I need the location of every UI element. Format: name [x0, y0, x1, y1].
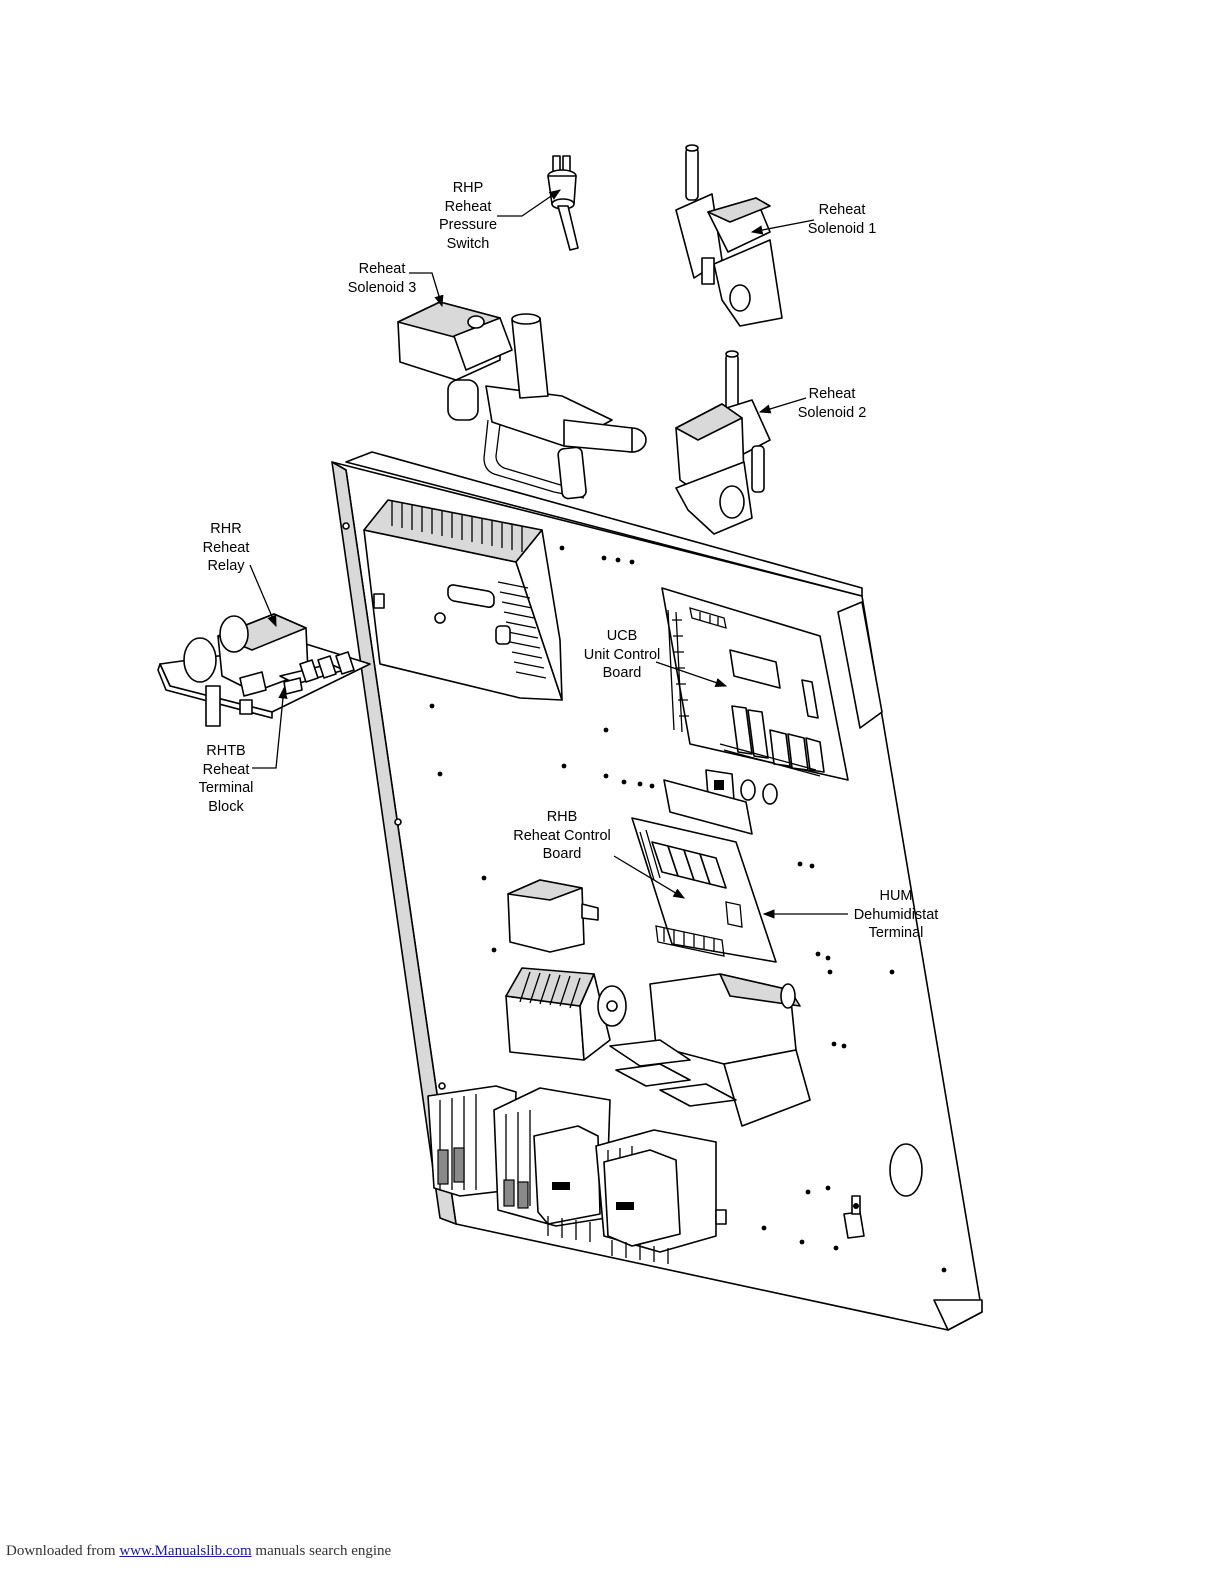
- label-reheat-terminal-block: RHTB Reheat Terminal Block: [190, 742, 262, 816]
- footer-prefix: Downloaded from: [6, 1543, 116, 1559]
- label-reheat-pressure-switch: RHP Reheat Pressure Switch: [430, 179, 506, 253]
- label-line: Board: [504, 845, 620, 864]
- reheat-solenoid-1: [676, 145, 782, 326]
- label-dehumidistat-terminal: HUM Dehumidistat Terminal: [846, 887, 946, 943]
- label-line: RHB: [504, 808, 620, 827]
- label-line: Reheat: [190, 761, 262, 780]
- label-line: RHTB: [190, 742, 262, 761]
- label-line: Reheat: [338, 260, 426, 279]
- reheat-solenoid-2: [676, 351, 770, 534]
- label-line: Switch: [430, 235, 506, 254]
- label-line: Terminal: [190, 779, 262, 798]
- label-line: HUM: [846, 887, 946, 906]
- label-line: Reheat: [430, 198, 506, 217]
- label-line: RHR: [190, 520, 262, 539]
- manualslib-link[interactable]: www.Manualslib.com: [119, 1543, 251, 1559]
- label-line: Relay: [190, 557, 262, 576]
- label-line: UCB: [574, 627, 670, 646]
- label-reheat-relay: RHR Reheat Relay: [190, 520, 262, 576]
- label-unit-control-board: UCB Unit Control Board: [574, 627, 670, 683]
- label-line: Board: [574, 664, 670, 683]
- download-footer: Downloaded from www.Manualslib.com manua…: [6, 1543, 391, 1560]
- reheat-pressure-switch: [548, 156, 578, 250]
- label-line: Reheat: [190, 539, 262, 558]
- label-line: Solenoid 2: [788, 404, 876, 423]
- label-line: Reheat: [798, 201, 886, 220]
- reheat-relay-assembly: [158, 614, 370, 726]
- label-line: Terminal: [846, 924, 946, 943]
- label-line: Solenoid 1: [798, 220, 886, 239]
- label-line: RHP: [430, 179, 506, 198]
- label-line: Block: [190, 798, 262, 817]
- label-line: Unit Control: [574, 646, 670, 665]
- label-line: Pressure: [430, 216, 506, 235]
- label-reheat-control-board: RHB Reheat Control Board: [504, 808, 620, 864]
- label-line: Solenoid 3: [338, 279, 426, 298]
- label-reheat-solenoid-3: Reheat Solenoid 3: [338, 260, 426, 297]
- label-line: Dehumidistat: [846, 906, 946, 925]
- label-reheat-solenoid-2: Reheat Solenoid 2: [788, 385, 876, 422]
- footer-suffix: manuals search engine: [255, 1543, 391, 1559]
- label-line: Reheat Control: [504, 827, 620, 846]
- label-line: Reheat: [788, 385, 876, 404]
- label-reheat-solenoid-1: Reheat Solenoid 1: [798, 201, 886, 238]
